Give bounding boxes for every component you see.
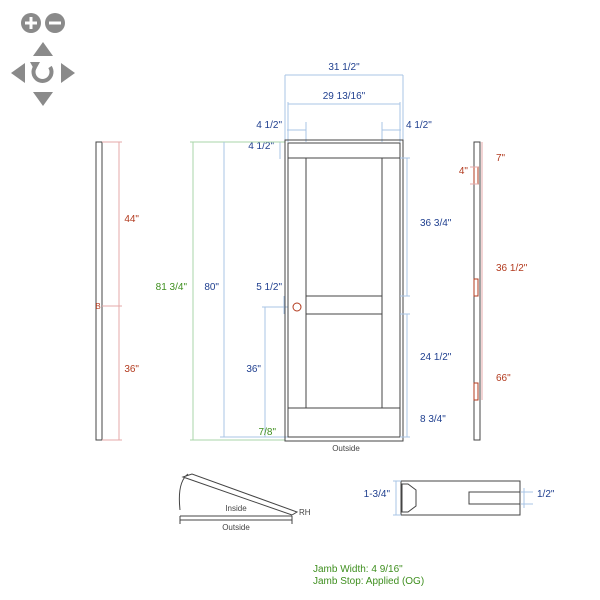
viewer-controls (11, 13, 75, 106)
hinge-jamb-elevation: 4" 7" 36 1/2" 66" (459, 141, 528, 441)
door-swing-plan: Inside Outside RH (178, 473, 311, 532)
door-width-dimension: 29 13/16" (323, 91, 366, 102)
elevation-outside-label: Outside (332, 444, 360, 453)
strike-marker: B (95, 302, 100, 311)
door-handle (292, 302, 302, 312)
section-stop (468, 491, 521, 505)
strike-top-dimension: 44" (124, 214, 139, 225)
hinge-jamb-outline (473, 141, 481, 441)
jamb-width-spec: Jamb Width: 4 9/16" (313, 564, 403, 575)
right-stile-width-dimension: 4 1/2" (406, 120, 432, 131)
strike-bottom-dimension: 36" (124, 364, 139, 375)
swing-inside-label: Inside (225, 504, 247, 513)
top-hinge (473, 166, 479, 185)
upper-panel-height-dimension: 36 3/4" (420, 218, 452, 229)
overall-width-dimension: 31 1/2" (328, 62, 360, 73)
handle-height-dimension: 36" (246, 364, 261, 375)
lock-rail-height-dimension: 5 1/2" (256, 282, 282, 293)
lower-panel-height-dimension: 24 1/2" (420, 352, 452, 363)
middle-hinge-dimension: 36 1/2" (496, 263, 528, 274)
handing-label: RH (299, 508, 311, 517)
door-height-dimension: 80" (204, 282, 219, 293)
top-rail-height-dimension: 4 1/2" (248, 141, 274, 152)
left-jamb-outline (95, 141, 103, 441)
overall-height-dimension: 81 3/4" (156, 282, 188, 293)
section-thickness-dimension: 1-3/4" (364, 489, 391, 500)
top-hinge-dimension: 7" (496, 153, 506, 164)
hinge-height-dimension: 4" (459, 166, 469, 177)
left-jamb-elevation: B 44" 36" (95, 141, 139, 441)
door-slab-outline (287, 142, 401, 438)
middle-hinge (473, 278, 479, 297)
jamb-stop-spec: Jamb Stop: Applied (OG) (313, 576, 424, 587)
bottom-rail-height-dimension: 8 3/4" (420, 414, 446, 425)
open-door-leaf (181, 473, 299, 516)
section-stop-dimension: 1/2" (537, 489, 555, 500)
bottom-hinge-dimension: 66" (496, 373, 511, 384)
swing-arc (178, 473, 189, 511)
arrow-left-icon[interactable] (11, 63, 25, 83)
bottom-hinge (473, 382, 479, 401)
door-section-detail: 1-3/4" 1/2" (364, 480, 555, 516)
arrow-up-icon[interactable] (33, 42, 53, 56)
arrow-right-icon[interactable] (61, 63, 75, 83)
section-edge-profile (401, 483, 417, 513)
left-stile-width-dimension: 4 1/2" (256, 120, 282, 131)
zoom-in-icon[interactable] (21, 13, 41, 33)
arrow-down-icon[interactable] (33, 92, 53, 106)
swing-outside-label: Outside (222, 523, 250, 532)
rotate-icon[interactable] (30, 62, 54, 83)
door-elevation: 31 1/2" 29 13/16" 4 1/2" 4 1/2" 4 1/2" 8… (156, 62, 452, 453)
zoom-out-icon[interactable] (45, 13, 65, 33)
bottom-gap-dimension: 7/8" (259, 427, 277, 438)
jamb-specs: Jamb Width: 4 9/16" Jamb Stop: Applied (… (313, 564, 424, 587)
door-frame-outline (284, 139, 404, 442)
